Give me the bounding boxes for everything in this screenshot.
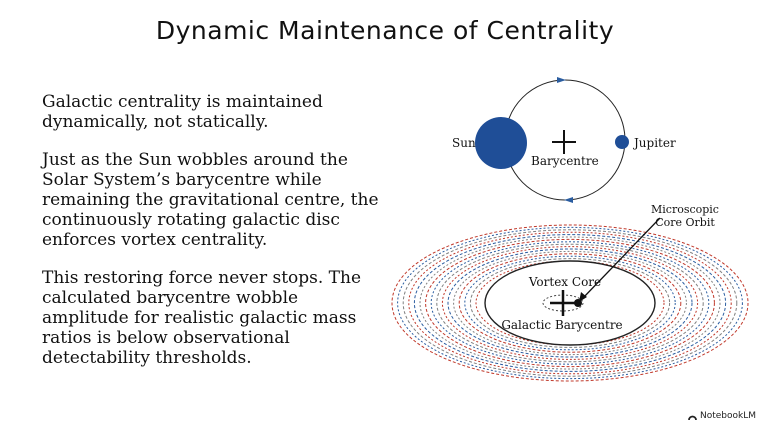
disc-ring <box>436 243 704 363</box>
vortex-core-marker <box>550 290 576 316</box>
disc-ring <box>453 250 687 356</box>
disc-ring <box>447 248 693 358</box>
vortex-core-label: Vortex Core <box>528 275 601 289</box>
disc-ring <box>475 260 665 346</box>
disc-ring <box>408 231 732 375</box>
paragraph-3: This restoring force never stops. The ca… <box>42 268 362 368</box>
disc-ring <box>419 236 721 370</box>
disc-ring <box>464 255 676 351</box>
galactic-disc-diagram: Microscopic Core Orbit Vortex Core Galac… <box>391 203 749 382</box>
disc-ring <box>413 234 727 372</box>
solar-barycentre-label: Barycentre <box>531 154 599 168</box>
disc-ring <box>425 238 715 368</box>
galactic-barycentre-label: Galactic Barycentre <box>501 318 622 332</box>
micro-orbit-pointer-head <box>579 292 587 302</box>
galactic-disc-rings <box>391 224 749 382</box>
paragraph-1: Galactic centrality is maintained dynami… <box>42 92 323 132</box>
orbit-arrow-top <box>557 77 566 83</box>
notebooklm-brand: NotebookLM <box>688 411 756 421</box>
disc-ring <box>458 253 682 353</box>
disc-ring <box>469 258 671 348</box>
orbit-arrow-bottom <box>564 197 573 203</box>
disc-ring <box>391 224 749 382</box>
sun-disc <box>475 117 527 169</box>
micro-orbit-label-2: Core Orbit <box>655 216 715 229</box>
barycentre-marker <box>552 130 576 154</box>
jupiter-disc <box>615 135 629 149</box>
body-text: Galactic centrality is maintained dynami… <box>42 92 382 386</box>
brand-label: NotebookLM <box>699 411 756 421</box>
micro-orbit-label-1: Microscopic <box>651 203 719 216</box>
sun-label: Sun <box>452 136 476 150</box>
jupiter-label: Jupiter <box>632 136 676 150</box>
micro-orbit-pointer <box>582 217 661 299</box>
centrality-diagram: Sun Barycentre Jupiter Microscopic Core … <box>391 77 749 382</box>
slide-title: Dynamic Maintenance of Centrality <box>155 16 615 45</box>
solar-system-diagram: Sun Barycentre Jupiter <box>452 77 676 203</box>
paragraph-2: Just as the Sun wobbles around the Solar… <box>42 150 379 250</box>
disc-ring <box>397 226 743 380</box>
disc-ring <box>402 229 738 377</box>
disc-ring <box>430 241 710 365</box>
notebooklm-logo-icon <box>688 415 697 420</box>
disc-ring <box>441 246 699 360</box>
